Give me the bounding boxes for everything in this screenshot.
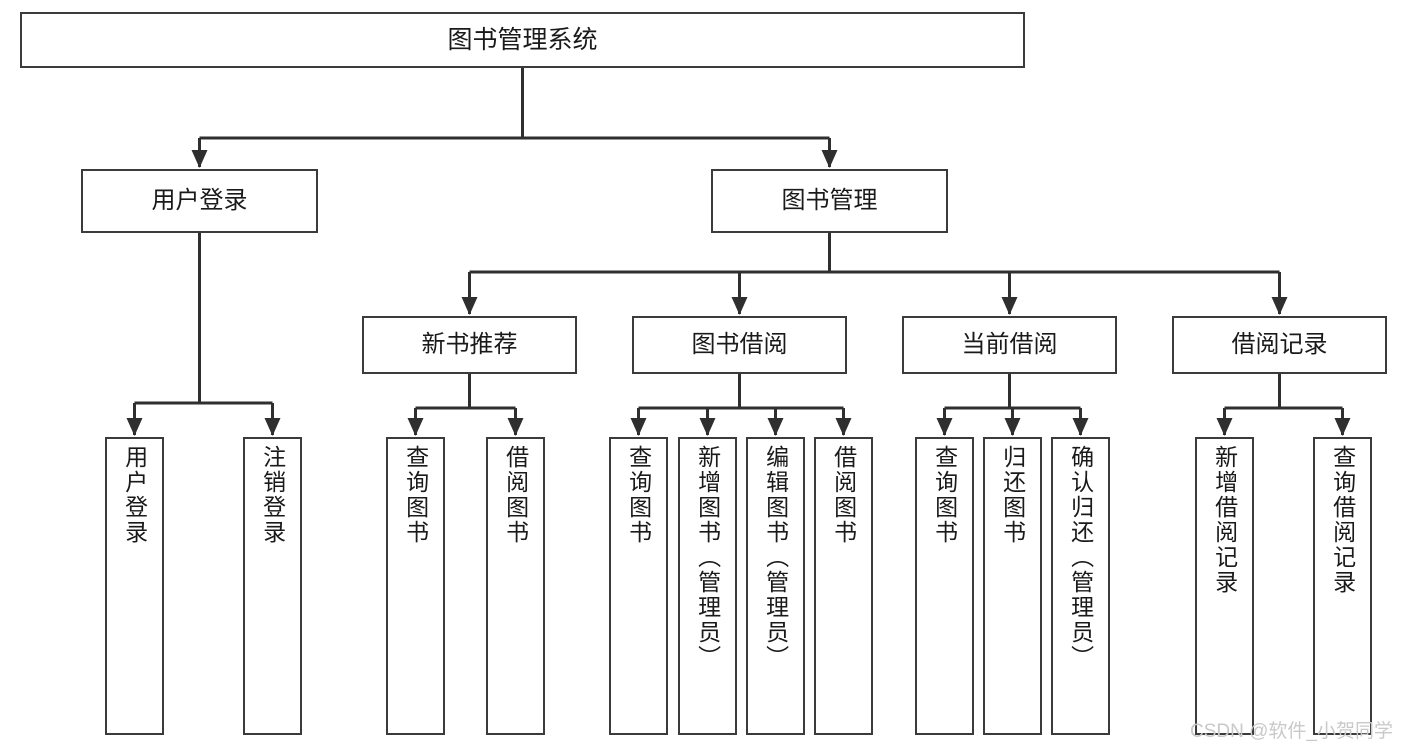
- node-box-leaf-user-login[interactable]: 用户登录: [105, 437, 164, 735]
- node-box-borrow-record[interactable]: 借阅记录: [1172, 316, 1387, 374]
- arrow-head-leaf-rec-add: [1216, 418, 1233, 436]
- node-box-leaf-user-logout[interactable]: 注销登录: [243, 437, 302, 735]
- arrow-head-leaf-borrow-add: [699, 418, 716, 436]
- arrow-head-current-borrow: [1001, 297, 1018, 315]
- node-box-leaf-cur-query[interactable]: 查询图书: [915, 437, 974, 735]
- node-label-leaf-user-login: 用户登录: [121, 445, 148, 545]
- node-label-leaf-rec-borrow: 借阅图书: [502, 445, 529, 545]
- node-label-leaf-borrow-lend: 借阅图书: [830, 445, 857, 545]
- node-label-book-manage: 图书管理: [781, 186, 878, 214]
- arrow-head-book-manage: [821, 150, 838, 168]
- node-label-new-book-rec: 新书推荐: [421, 330, 518, 358]
- arrow-head-book-borrow: [731, 297, 748, 315]
- node-box-book-borrow[interactable]: 图书借阅: [632, 316, 847, 374]
- arrow-head-leaf-rec-search: [1334, 418, 1351, 436]
- node-box-leaf-borrow-edit[interactable]: 编辑图书（管理员）: [746, 437, 805, 735]
- arrow-head-leaf-cur-confirm: [1072, 418, 1089, 436]
- node-label-leaf-borrow-add: 新增图书（管理员）: [694, 445, 721, 670]
- node-label-leaf-cur-confirm: 确认归还（管理员）: [1067, 445, 1094, 670]
- node-label-leaf-cur-query: 查询图书: [931, 445, 958, 545]
- node-box-leaf-cur-return[interactable]: 归还图书: [983, 437, 1042, 735]
- node-label-leaf-borrow-edit: 编辑图书（管理员）: [762, 445, 789, 670]
- arrow-head-leaf-borrow-query: [630, 418, 647, 436]
- arrow-head-new-book-rec: [461, 297, 478, 315]
- node-box-leaf-borrow-query[interactable]: 查询图书: [609, 437, 668, 735]
- arrow-head-user-login: [191, 150, 208, 168]
- node-box-leaf-rec-add[interactable]: 新增借阅记录: [1195, 437, 1254, 735]
- node-box-leaf-rec-query[interactable]: 查询图书: [386, 437, 445, 735]
- node-box-leaf-rec-borrow[interactable]: 借阅图书: [486, 437, 545, 735]
- arrow-head-leaf-user-login: [126, 418, 143, 436]
- node-box-user-login[interactable]: 用户登录: [81, 169, 318, 233]
- node-label-leaf-rec-search: 查询借阅记录: [1329, 445, 1356, 595]
- node-box-root[interactable]: 图书管理系统: [20, 12, 1025, 68]
- node-box-book-manage[interactable]: 图书管理: [711, 169, 948, 233]
- node-box-current-borrow[interactable]: 当前借阅: [902, 316, 1117, 374]
- arrow-head-leaf-cur-return: [1004, 418, 1021, 436]
- node-box-leaf-borrow-lend[interactable]: 借阅图书: [814, 437, 873, 735]
- arrow-head-leaf-borrow-edit: [767, 418, 784, 436]
- node-box-leaf-borrow-add[interactable]: 新增图书（管理员）: [678, 437, 737, 735]
- node-label-leaf-rec-add: 新增借阅记录: [1211, 445, 1238, 595]
- node-label-current-borrow: 当前借阅: [961, 330, 1058, 358]
- node-label-leaf-rec-query: 查询图书: [402, 445, 429, 545]
- node-box-leaf-cur-confirm[interactable]: 确认归还（管理员）: [1051, 437, 1110, 735]
- arrow-head-leaf-user-logout: [264, 418, 281, 436]
- node-box-new-book-rec[interactable]: 新书推荐: [362, 316, 577, 374]
- node-label-borrow-record: 借阅记录: [1231, 330, 1328, 358]
- arrow-head-leaf-cur-query: [936, 418, 953, 436]
- node-label-leaf-user-logout: 注销登录: [259, 445, 286, 545]
- node-label-leaf-borrow-query: 查询图书: [625, 445, 652, 545]
- arrow-head-borrow-record: [1271, 297, 1288, 315]
- node-box-leaf-rec-search[interactable]: 查询借阅记录: [1313, 437, 1372, 735]
- node-label-book-borrow: 图书借阅: [691, 330, 788, 358]
- arrow-head-leaf-rec-borrow: [507, 418, 524, 436]
- node-label-root: 图书管理系统: [447, 26, 598, 54]
- arrow-head-leaf-rec-query: [407, 418, 424, 436]
- arrow-head-leaf-borrow-lend: [835, 418, 852, 436]
- node-label-leaf-cur-return: 归还图书: [999, 445, 1026, 545]
- node-label-user-login: 用户登录: [151, 186, 248, 214]
